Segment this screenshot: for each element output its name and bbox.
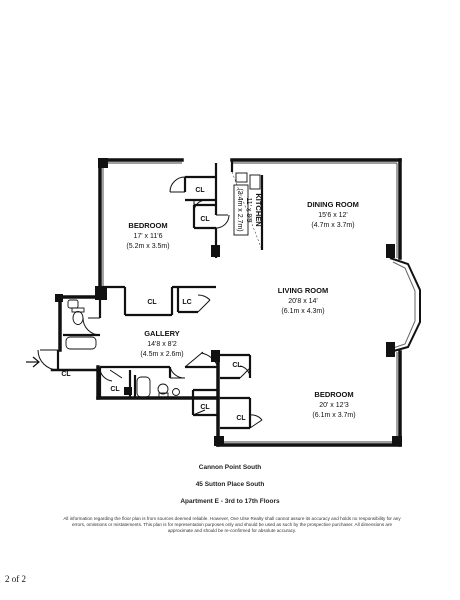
label-gallery: GALLERY 14'8 x 8'2 (4.5m x 2.6m)	[140, 329, 183, 358]
bathtub-icon	[136, 376, 151, 398]
closet-label: CL	[110, 386, 120, 393]
counter-icon	[233, 184, 249, 236]
label-living-room: LIVING ROOM 20'8 x 14' (6.1m x 4.3m)	[278, 286, 328, 315]
svg-text:BEDROOM: BEDROOM	[128, 221, 167, 230]
apartment-floors: Apartment E - 3rd to 17th Floors	[180, 498, 280, 505]
exterior-walls	[50, 158, 402, 447]
stove-icon	[249, 174, 261, 190]
linen-closet-label: LC	[182, 299, 191, 306]
svg-text:BEDROOM: BEDROOM	[314, 390, 353, 399]
entry-arrow-icon	[26, 356, 40, 368]
toilet-icon	[72, 311, 84, 325]
interior-walls	[56, 160, 264, 430]
building-address: 45 Sutton Place South	[195, 481, 265, 488]
closet-label: CL	[232, 362, 242, 369]
closet-label: CL	[195, 187, 205, 194]
label-dining-room: DINING ROOM 15'6 x 12' (4.7m x 3.7m)	[307, 200, 359, 229]
svg-text:(3.4m x 2.7m): (3.4m x 2.7m)	[236, 188, 243, 231]
closet-label: CL	[236, 415, 246, 422]
closet-labels: CL CL CL LC CL CL CL CL CL	[61, 187, 246, 422]
closet-label: CL	[200, 404, 210, 411]
label-bedroom-2: BEDROOM 20' x 12'3 (6.1m x 3.7m)	[312, 390, 355, 419]
fixtures	[65, 172, 261, 398]
svg-text:11' x 8'9: 11' x 8'9	[245, 197, 252, 222]
disclaimer-text: All information regarding the floor plan…	[63, 516, 401, 534]
closet-label: CL	[200, 216, 210, 223]
svg-text:DINING ROOM: DINING ROOM	[307, 200, 359, 209]
sink-icon	[172, 388, 180, 396]
bay-window	[389, 257, 421, 353]
svg-text:15'6 x 12': 15'6 x 12'	[318, 212, 348, 219]
label-kitchen: KITCHEN 11' x 8'9 (3.4m x 2.7m)	[236, 188, 263, 231]
sink-icon	[235, 172, 248, 183]
svg-text:GALLERY: GALLERY	[144, 329, 180, 338]
kitchen-diagonal	[231, 171, 263, 251]
svg-text:LIVING ROOM: LIVING ROOM	[278, 286, 328, 295]
label-bedroom-1: BEDROOM 17' x 11'6 (5.2m x 3.5m)	[126, 221, 169, 250]
svg-text:(4.5m x 2.6m): (4.5m x 2.6m)	[140, 351, 183, 358]
doors	[37, 176, 263, 429]
closet-label: CL	[147, 299, 157, 306]
bathtub-icon	[65, 336, 97, 350]
page-number: 2 of 2	[5, 574, 26, 584]
svg-text:14'8 x 8'2: 14'8 x 8'2	[147, 341, 177, 348]
svg-text:(6.1m x 3.7m): (6.1m x 3.7m)	[312, 412, 355, 419]
svg-text:(5.2m x 3.5m): (5.2m x 3.5m)	[126, 243, 169, 250]
sink-icon	[67, 299, 79, 309]
svg-text:17' x 11'6: 17' x 11'6	[133, 233, 162, 240]
svg-text:20'8 x 14': 20'8 x 14'	[288, 298, 318, 305]
svg-text:(6.1m x 4.3m): (6.1m x 4.3m)	[281, 308, 324, 315]
windows	[102, 162, 398, 443]
building-name: Cannon Point South	[198, 464, 262, 471]
svg-text:(4.7m x 3.7m): (4.7m x 3.7m)	[311, 222, 354, 229]
closet-label: CL	[61, 371, 71, 378]
toilet-icon	[157, 383, 169, 395]
svg-text:KITCHEN: KITCHEN	[254, 193, 263, 226]
svg-text:20' x 12'3: 20' x 12'3	[319, 402, 349, 409]
